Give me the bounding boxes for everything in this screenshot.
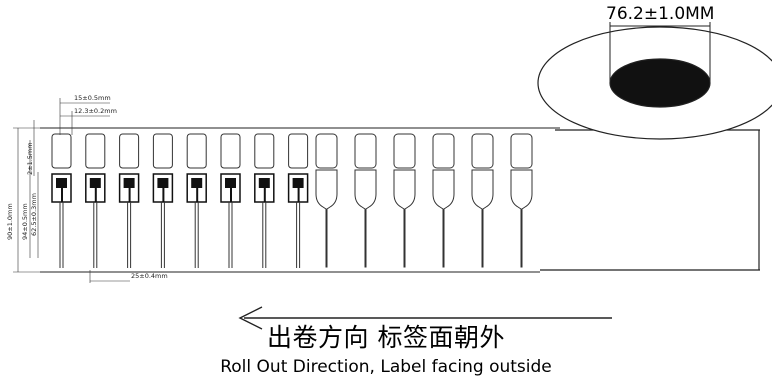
label-tag	[315, 169, 338, 268]
roll-out-arrow	[238, 306, 612, 330]
label-head	[119, 133, 140, 169]
label-head	[471, 133, 494, 169]
label-tag	[510, 169, 533, 268]
blank-label	[354, 133, 377, 268]
label-head	[288, 133, 309, 169]
chip-block	[191, 178, 203, 188]
label-tag	[393, 169, 416, 268]
label-tag	[354, 169, 377, 268]
chip-label	[186, 133, 207, 268]
blank-label	[471, 133, 494, 268]
bottom-dim: 25±0.4mm	[131, 272, 168, 280]
blank-label	[510, 133, 533, 268]
label-head	[432, 133, 455, 169]
caption-chinese: 出卷方向 标签面朝外	[267, 323, 505, 352]
chip-label	[85, 133, 106, 268]
label-head	[510, 133, 533, 169]
core-diameter-label: 76.2±1.0MM	[606, 4, 715, 24]
label-head	[354, 133, 377, 169]
chip-label	[51, 133, 72, 268]
chip-block	[157, 178, 169, 188]
label-head	[152, 133, 173, 169]
label-head	[85, 133, 106, 169]
label-head	[315, 133, 338, 169]
label-width-dim: 12.3±0.2mm	[74, 107, 117, 115]
label-height-dim: 94±0.5mm	[21, 203, 29, 240]
web-height-dim: 90±1.0mm	[6, 203, 14, 240]
blank-label	[432, 133, 455, 268]
antenna-height-dim: 62.5±0.3mm	[30, 193, 38, 236]
chip-block	[123, 178, 135, 188]
label-head	[393, 133, 416, 169]
blank-label	[315, 133, 338, 268]
label-tag	[471, 169, 494, 268]
chip-block	[258, 178, 270, 188]
chip-block	[225, 178, 236, 188]
label-tag	[432, 169, 455, 268]
blank-label	[393, 133, 416, 268]
chip-label	[118, 133, 140, 268]
chip-label	[254, 133, 275, 268]
label-roll	[537, 22, 772, 271]
label-head	[186, 133, 207, 169]
chip-block	[56, 178, 67, 188]
label-strip	[40, 127, 560, 273]
caption-english: Roll Out Direction, Label facing outside	[220, 357, 552, 377]
chip-label	[220, 133, 241, 268]
pitch-dim: 15±0.5mm	[74, 94, 111, 102]
dimension-texts: 15±0.5mm 12.3±0.2mm 25±0.4mm 90±1.0mm 94…	[6, 94, 168, 280]
dimension-annotations	[13, 98, 130, 283]
label-head	[220, 133, 241, 169]
roll-core	[609, 58, 711, 108]
chip-block	[89, 178, 101, 188]
label-head	[254, 133, 275, 169]
chip-label	[152, 133, 174, 268]
label-head	[51, 133, 72, 169]
head-height-dim: 2±1.5mm	[26, 142, 34, 175]
chip-label	[287, 133, 309, 268]
chip-block	[292, 178, 304, 188]
